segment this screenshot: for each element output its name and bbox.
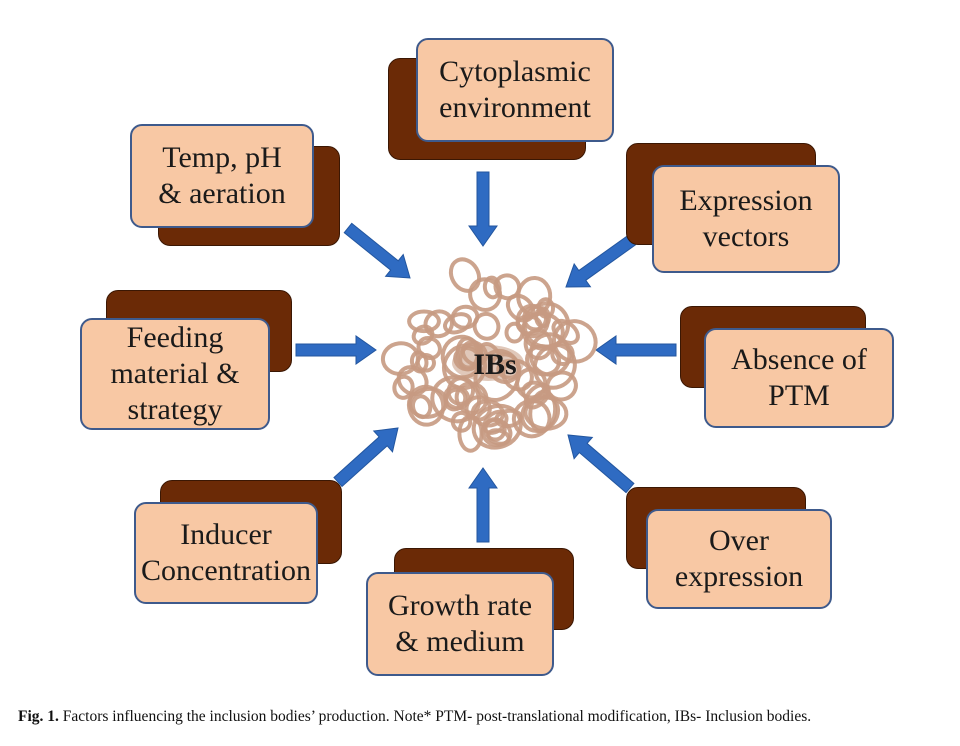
factors-diagram: Cytoplasmic environment Expression vecto… [80, 38, 894, 678]
arrow-from-inducer [333, 427, 399, 488]
caption-label: Fig. 1. [18, 708, 59, 725]
tangle-loop [520, 394, 561, 433]
arrow-from-over-expression [567, 434, 635, 494]
tangle-loop [472, 311, 501, 341]
factor-line: Growth rate [387, 589, 533, 622]
tangle-loop [504, 321, 525, 344]
tangle-loop [468, 277, 503, 312]
arrow-from-feeding [295, 335, 377, 365]
factor-line: & medium [395, 625, 525, 658]
center-label: IBs [473, 348, 517, 381]
tangle-loop [407, 309, 441, 334]
arrow-from-temp-ph [343, 222, 411, 279]
tangle-loop [430, 375, 482, 424]
inclusion-body-tangle [380, 257, 598, 453]
factor-temp-ph-aeration: Temp, pH & aeration [130, 124, 342, 248]
arrow-from-cytoplasmic [468, 171, 498, 247]
factor-feeding-strategy: Feeding material & strategy [80, 290, 294, 430]
factor-line: Over [709, 524, 769, 557]
factor-over-expression: Over expression [626, 487, 832, 609]
factor-line: Absence of [731, 343, 867, 376]
factor-line: Temp, pH [162, 141, 282, 174]
tangle-loop [515, 367, 548, 400]
factor-line: expression [674, 560, 804, 593]
factor-line: Cytoplasmic [439, 55, 591, 88]
factor-line: Feeding [126, 321, 224, 354]
center-label-backing [452, 345, 524, 381]
factor-inducer-concentration: Inducer Concentration [134, 480, 346, 604]
factor-cytoplasmic-environment: Cytoplasmic environment [388, 38, 614, 166]
factor-expression-vectors: Expression vectors [626, 143, 840, 273]
tangle-loop [392, 374, 415, 400]
figure-caption: Fig. 1. Factors influencing the inclusio… [18, 708, 948, 726]
factor-line: Inducer [180, 518, 272, 551]
caption-text: Factors influencing the inclusion bodies… [62, 708, 812, 725]
arrows-layer [295, 171, 677, 543]
tangle-loop [406, 384, 446, 427]
tangle-loop [454, 381, 489, 415]
factor-absence-of-ptm: Absence of PTM [680, 306, 894, 428]
factor-line: PTM [768, 379, 830, 412]
tangle-loop [482, 409, 509, 435]
factor-line: strategy [127, 393, 223, 426]
tangle-loop [410, 394, 433, 420]
factor-line: material & [110, 357, 240, 390]
factor-growth-rate: Growth rate & medium [366, 548, 576, 678]
tangle-loop [516, 276, 553, 317]
arrow-from-growth-rate [468, 467, 498, 543]
arrow-from-absence-ptm [595, 335, 677, 365]
arrow-from-expression-vectors [565, 234, 637, 288]
factor-line: vectors [702, 220, 790, 253]
tangle-loop [415, 352, 436, 373]
tangle-loop [442, 312, 473, 335]
factor-line: Expression [679, 184, 813, 217]
tangle-loop [471, 403, 523, 450]
factor-line: Concentration [141, 554, 311, 587]
tangle-loop [450, 410, 473, 433]
factor-line: environment [439, 91, 591, 124]
tangle-loop [448, 257, 482, 293]
factor-line: & aeration [158, 177, 286, 210]
tangle-loop [520, 311, 565, 351]
